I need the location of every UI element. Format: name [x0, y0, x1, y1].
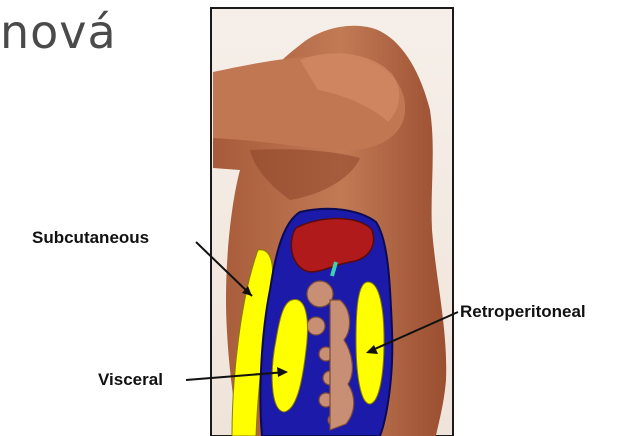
label-subcutaneous: Subcutaneous	[32, 228, 149, 248]
retroperitoneal-fat	[356, 282, 384, 404]
label-visceral: Visceral	[98, 370, 163, 390]
label-retroperitoneal: Retroperitoneal	[460, 302, 586, 322]
